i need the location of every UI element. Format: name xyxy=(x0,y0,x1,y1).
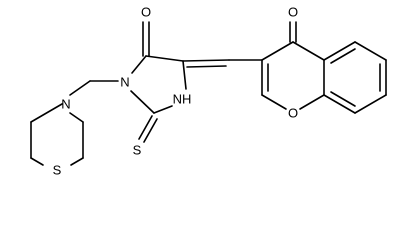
benzene-ring xyxy=(323,41,387,114)
thione-bond xyxy=(138,115,158,143)
bond xyxy=(292,41,325,61)
atom-n-morpholine: N xyxy=(61,97,70,112)
atom-nh: NH xyxy=(173,92,192,107)
bond xyxy=(143,118,158,143)
methylene-linker xyxy=(69,80,119,96)
atom-s-thiomorpholine: S xyxy=(53,163,62,178)
bond xyxy=(261,94,287,110)
bond xyxy=(30,157,44,166)
bond xyxy=(261,41,294,61)
bond xyxy=(130,90,155,114)
atom-o-amide: O xyxy=(141,5,151,20)
bond xyxy=(330,48,356,64)
bond xyxy=(153,105,173,114)
bond xyxy=(354,41,387,61)
bond xyxy=(323,94,356,114)
atom-o-chromone-ring: O xyxy=(288,106,298,121)
bond xyxy=(299,94,325,110)
methylidene-bridge xyxy=(182,59,263,68)
bond xyxy=(145,55,184,62)
structure-diagram: N S N S NH O O O xyxy=(30,5,387,178)
bond xyxy=(186,65,227,68)
thiomorpholine-ring xyxy=(30,103,84,166)
atom-n-imidazolidine: N xyxy=(120,75,129,90)
atom-s-thione: S xyxy=(133,143,142,158)
bond xyxy=(69,80,91,96)
pyranone-ring xyxy=(261,41,325,110)
bond xyxy=(138,115,153,140)
bond xyxy=(30,103,63,123)
bond xyxy=(182,60,187,90)
bond xyxy=(330,91,356,107)
bond xyxy=(323,41,356,61)
bond xyxy=(182,59,230,62)
bond xyxy=(70,157,84,166)
bond xyxy=(69,112,84,123)
chromone-carbonyl xyxy=(289,21,297,43)
atom-o-chromone-ketone: O xyxy=(288,5,298,20)
bond xyxy=(354,94,387,114)
imidazolidine-ring xyxy=(130,55,187,114)
bond xyxy=(131,55,147,74)
amide-carbonyl xyxy=(142,21,150,57)
